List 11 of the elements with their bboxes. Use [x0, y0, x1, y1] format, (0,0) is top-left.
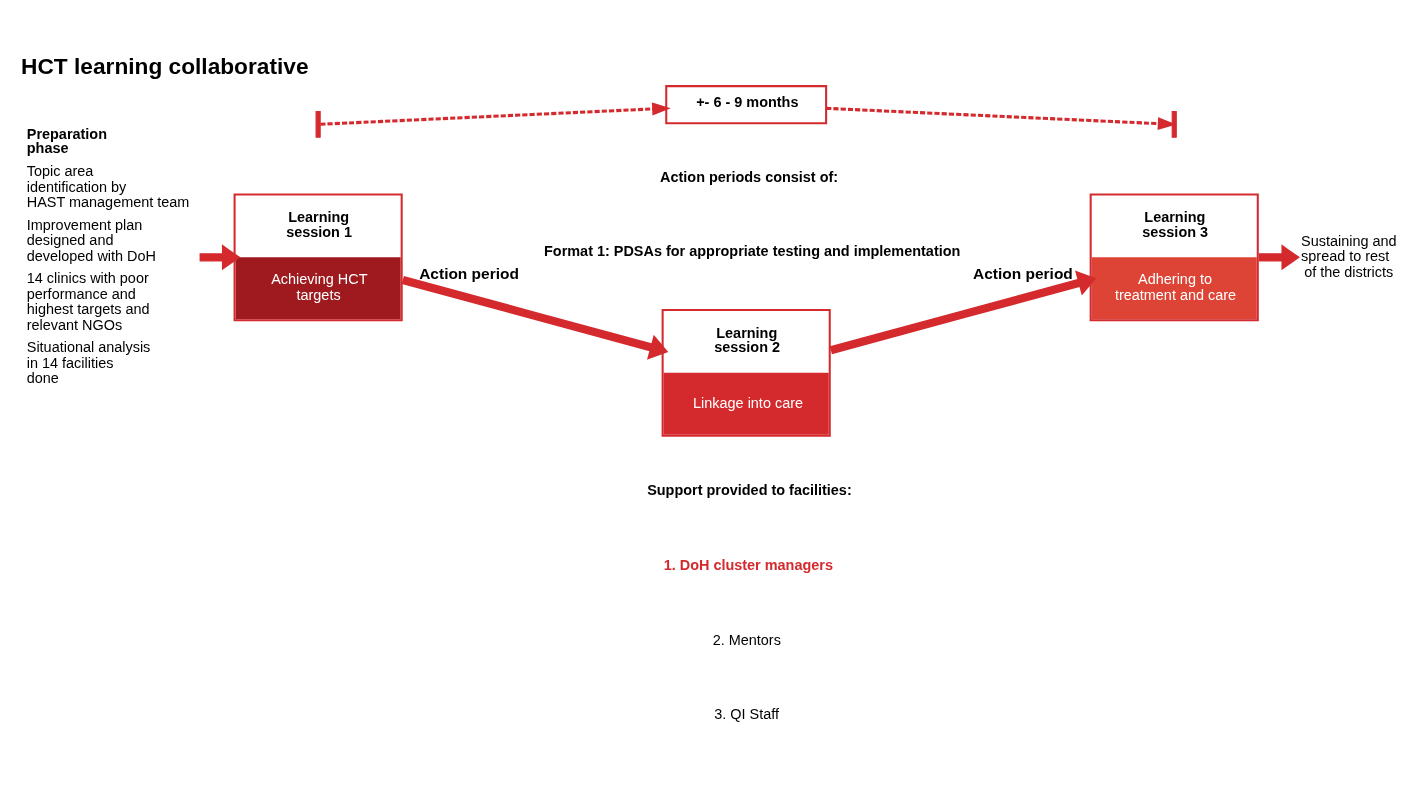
edge-label: Action period: [973, 265, 1073, 283]
edge-label: Action period: [419, 265, 519, 283]
label: 1. DoH cluster managers: [663, 556, 833, 573]
diagram-title: HCT learning collaborative: [21, 53, 309, 80]
label: Action periods consist of:: [660, 168, 839, 185]
label: 3. QI Staff: [714, 706, 779, 723]
node-text: Sustaining and spread to rest of the districts: [1301, 232, 1397, 280]
label: 2. Mentors: [712, 631, 781, 648]
node-text: Preparation phase Topic area identification by HAST management team Improvement plan designed and developed with DoH 14 clinics with poor performance and highest targets and relevant NGOs Situational analysis in 14 facilities done: [26, 125, 190, 387]
label: Format 1: PDSAs for appropriate testing and implementation: [544, 243, 961, 260]
label: Support provided to facilities:: [647, 482, 852, 499]
